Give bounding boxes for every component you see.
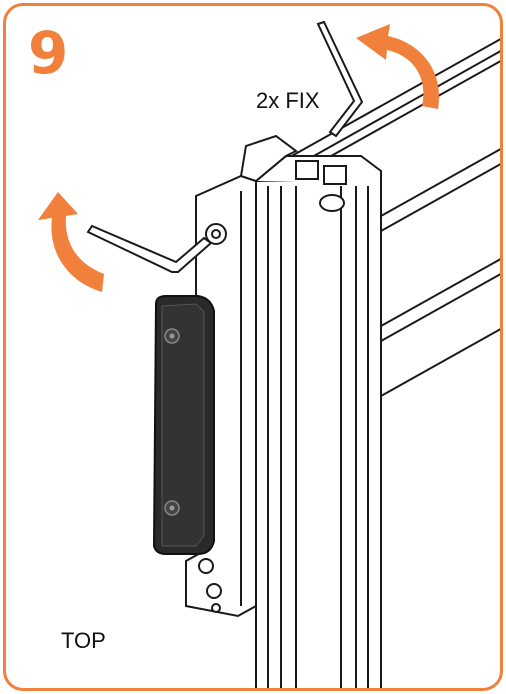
allen-key-icon: [86, 224, 213, 273]
vertical-profile: [255, 155, 382, 688]
assembly-illustration: [38, 20, 500, 688]
fix-instruction-label: 2x FIX: [256, 88, 320, 113]
allen-key-icon: [316, 20, 364, 138]
rotate-arrow-icon: [38, 192, 104, 292]
step-number: 9: [28, 19, 69, 87]
instruction-frame: 9 2x FIX TOP: [3, 3, 503, 691]
rotate-arrow-icon: [356, 24, 440, 109]
handle: [152, 295, 215, 555]
orientation-label: TOP: [61, 628, 106, 653]
